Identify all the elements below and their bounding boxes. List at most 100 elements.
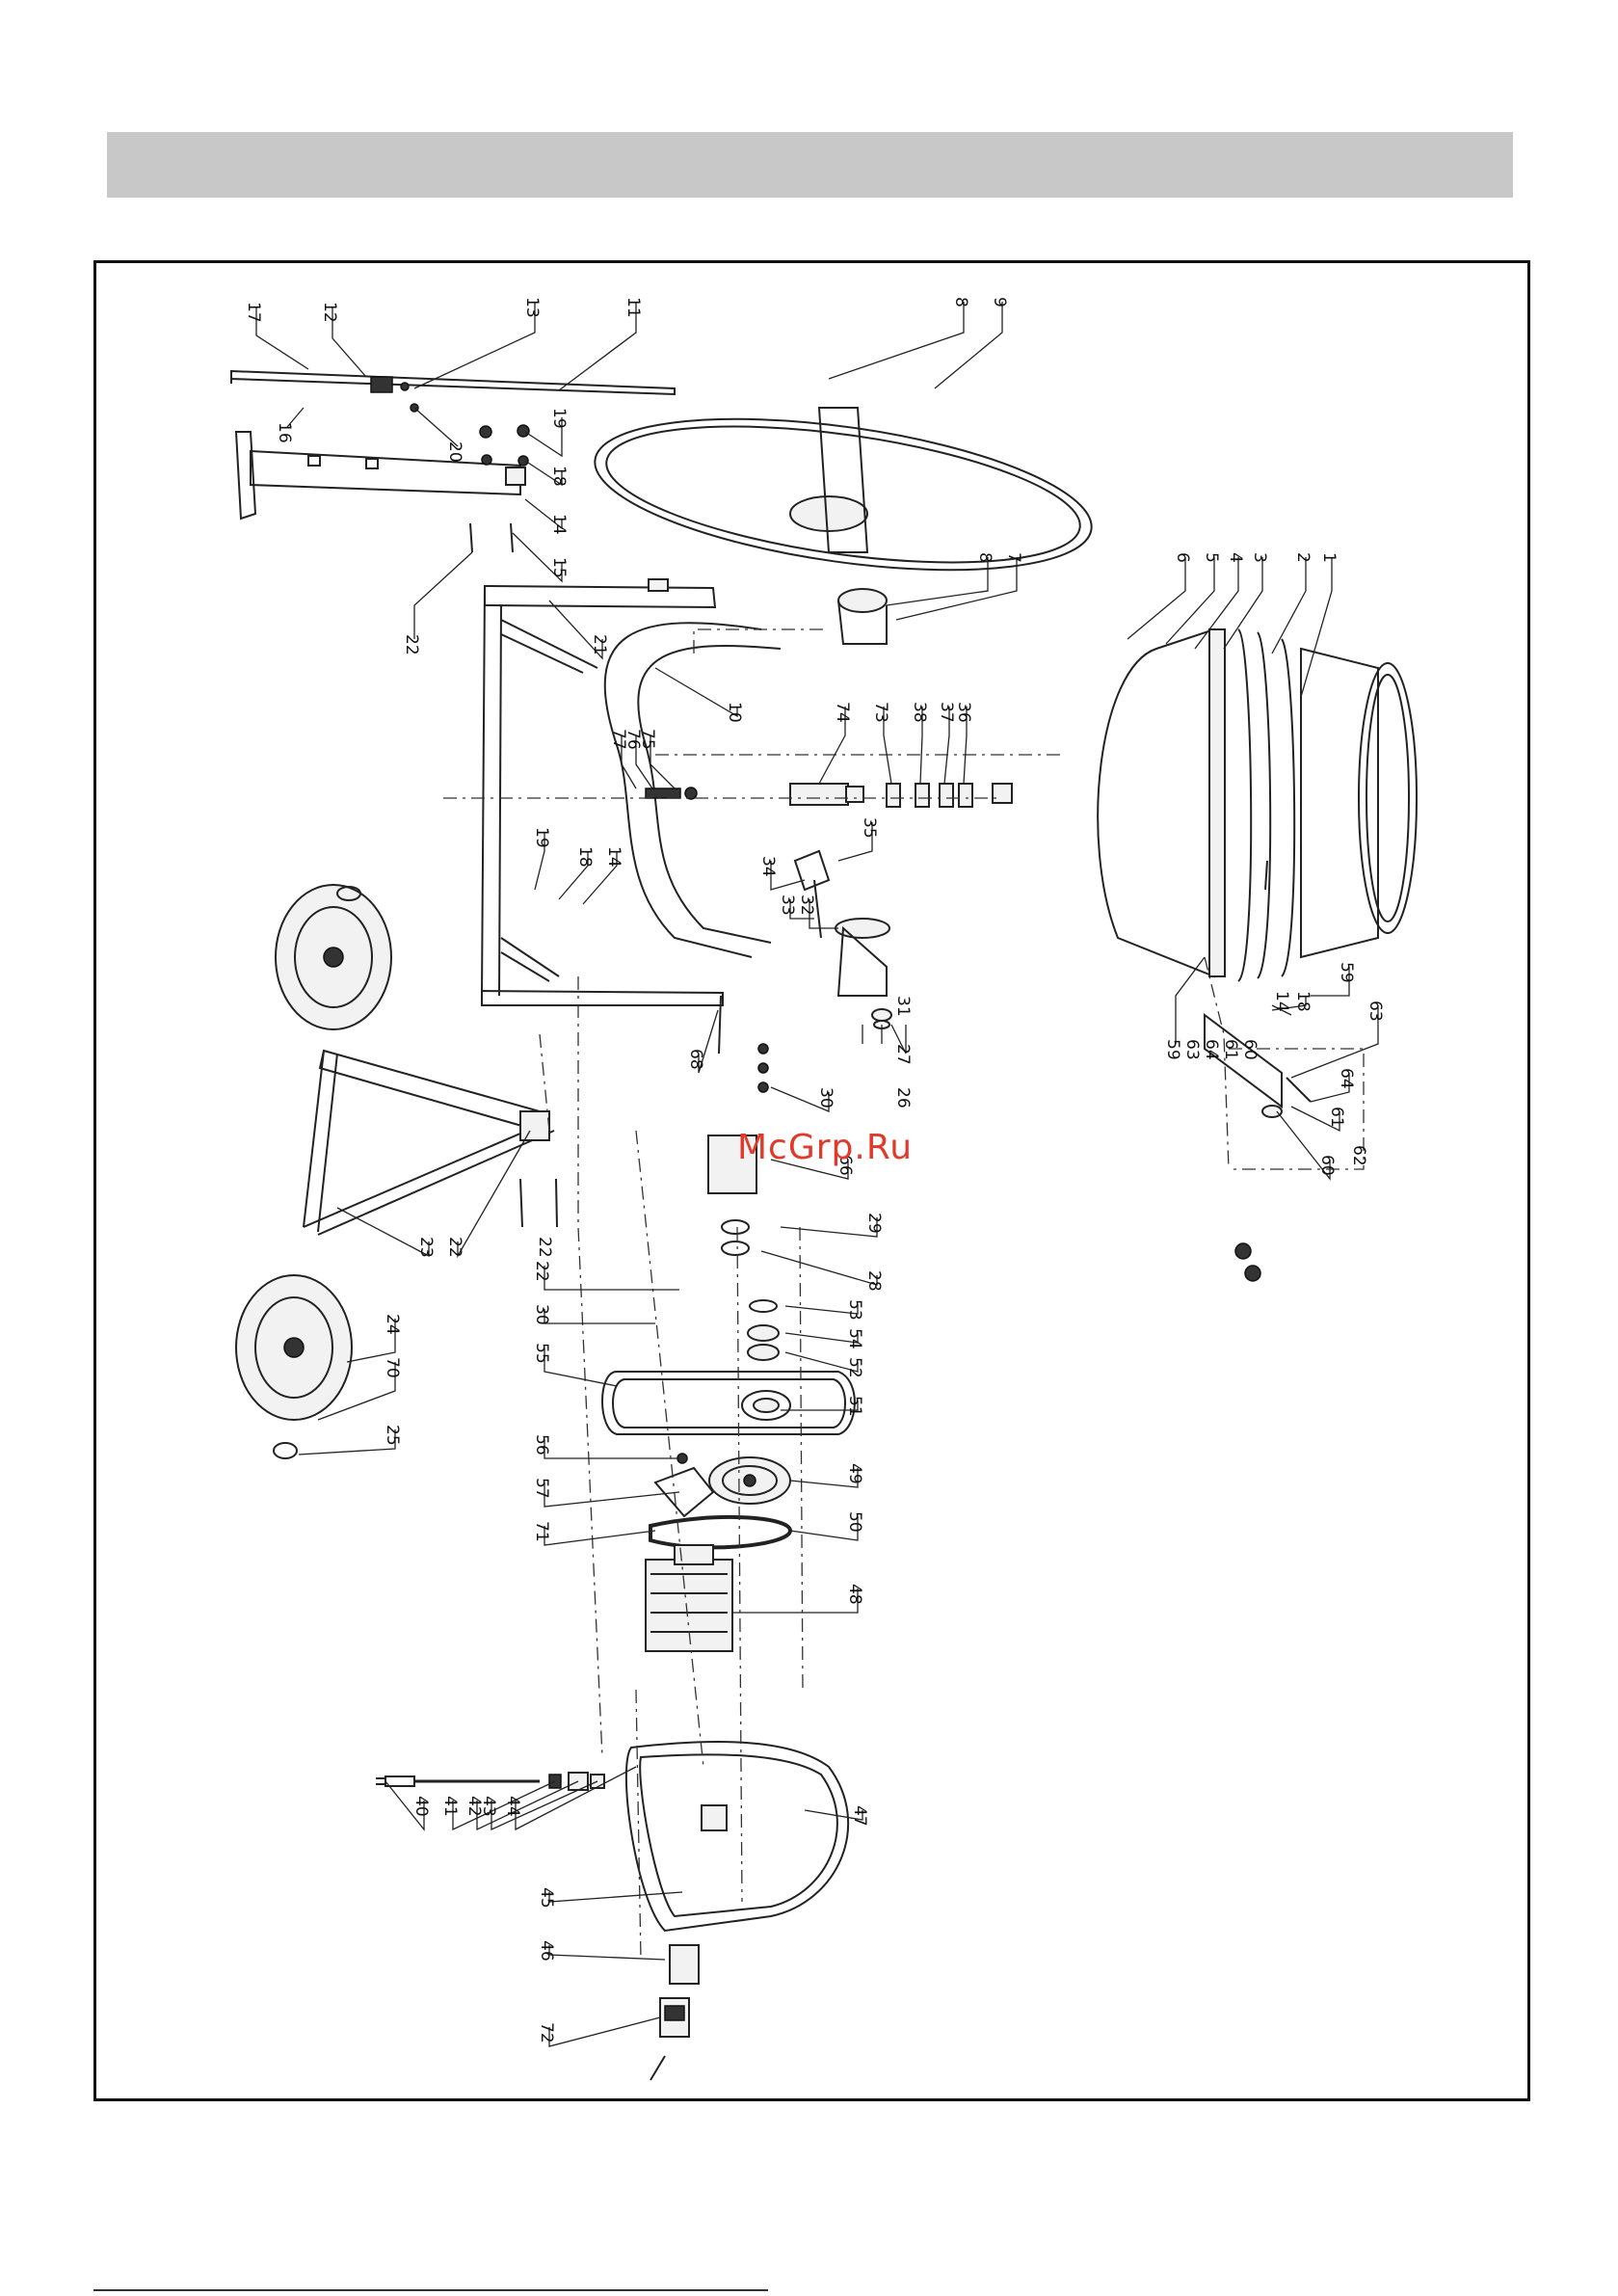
callout-22-upper: 22 — [402, 634, 421, 655]
callout-13: 13 — [522, 297, 542, 318]
callout-44: 44 — [503, 1796, 522, 1817]
callout-50: 50 — [845, 1511, 864, 1533]
wheel-upper-part — [276, 885, 391, 1029]
callout-63-group: 63 — [1182, 1039, 1202, 1060]
callout-21: 21 — [590, 634, 609, 655]
callout-68: 68 — [686, 1049, 705, 1070]
callout-7: 7 — [1004, 552, 1023, 563]
switch-part — [650, 1945, 699, 2080]
footer-rule — [93, 2289, 768, 2291]
callout-51: 51 — [845, 1396, 864, 1417]
belt-part — [650, 1517, 790, 1547]
callout-31: 31 — [893, 996, 913, 1017]
callout-19-middle: 19 — [532, 827, 551, 848]
motor-housing-part — [626, 1742, 848, 1931]
callout-11: 11 — [623, 297, 643, 318]
callout-75: 75 — [638, 729, 657, 750]
callout-22-lower: 22 — [445, 1237, 464, 1258]
callout-18-right: 18 — [1293, 991, 1313, 1012]
callout-22-lower-b: 22 — [535, 1237, 554, 1258]
callout-28: 28 — [864, 1270, 884, 1292]
pulley-part — [709, 1457, 790, 1504]
wheel-axle-frame-part — [304, 1051, 554, 1235]
callout-57: 57 — [532, 1478, 551, 1499]
callout-35: 35 — [860, 817, 879, 839]
callout-17: 17 — [244, 302, 263, 323]
callout-38: 38 — [910, 702, 929, 723]
callout-55: 55 — [532, 1343, 551, 1364]
callout-8-upper: 8 — [951, 297, 970, 307]
callout-49: 49 — [845, 1463, 864, 1484]
callout-61-group: 61 — [1221, 1039, 1240, 1060]
callout-23: 23 — [416, 1237, 436, 1258]
callout-62: 62 — [1349, 1145, 1368, 1166]
callout-73: 73 — [871, 702, 890, 723]
callout-46: 46 — [537, 1940, 556, 1962]
callout-41: 41 — [440, 1796, 460, 1817]
callout-10: 10 — [725, 702, 744, 723]
power-cord-part — [376, 1773, 604, 1790]
callout-14-middle: 14 — [604, 846, 623, 868]
callout-70: 70 — [383, 1357, 402, 1378]
callout-8-lower: 8 — [975, 552, 995, 563]
callout-63-right: 63 — [1366, 1001, 1385, 1022]
callout-1: 1 — [1319, 552, 1339, 563]
callout-47: 47 — [850, 1805, 869, 1827]
callout-15: 15 — [549, 557, 569, 578]
callout-25: 25 — [383, 1425, 402, 1446]
callout-60-group: 60 — [1240, 1039, 1260, 1060]
callout-72: 72 — [537, 2022, 556, 2043]
handle-frame-part — [236, 432, 525, 552]
callout-9: 9 — [990, 297, 1009, 307]
callout-64-group: 64 — [1202, 1039, 1221, 1060]
callout-74: 74 — [833, 702, 852, 723]
callout-37: 37 — [937, 702, 956, 723]
callout-33: 33 — [778, 894, 797, 916]
callout-64-right: 64 — [1337, 1068, 1356, 1089]
callout-22-cover: 22 — [532, 1261, 551, 1282]
callout-40: 40 — [411, 1796, 431, 1817]
callout-16: 16 — [275, 422, 294, 443]
callout-4: 4 — [1226, 552, 1245, 563]
callout-26: 26 — [893, 1087, 913, 1108]
header-bar — [107, 132, 1513, 198]
callout-60-right: 60 — [1317, 1155, 1337, 1176]
callout-36: 36 — [954, 702, 973, 723]
callout-29: 29 — [864, 1213, 884, 1234]
callout-54: 54 — [845, 1328, 864, 1349]
callout-19-upper: 19 — [549, 408, 569, 429]
callout-52: 52 — [845, 1357, 864, 1378]
gear-cover-part — [602, 1372, 855, 1434]
callout-3: 3 — [1250, 552, 1269, 563]
callout-27: 27 — [893, 1044, 913, 1065]
callout-59-group: 59 — [1163, 1039, 1182, 1060]
callout-43: 43 — [479, 1796, 498, 1817]
callout-14-upper: 14 — [549, 514, 569, 535]
handle-bar-part — [231, 371, 675, 412]
callout-5: 5 — [1202, 552, 1221, 563]
watermark-text: McGrp.Ru — [737, 1128, 913, 1167]
callout-59-right: 59 — [1337, 962, 1356, 983]
callout-56: 56 — [532, 1434, 551, 1455]
callout-24: 24 — [383, 1314, 402, 1335]
callout-61-right: 61 — [1327, 1107, 1346, 1128]
callout-14-right: 14 — [1272, 991, 1291, 1012]
callout-20: 20 — [445, 441, 464, 463]
exploded-diagram: 17 12 13 11 8 9 16 20 19 18 14 15 22 21 … — [96, 263, 1533, 2104]
callout-2: 2 — [1293, 552, 1313, 563]
wheel-lower-part — [236, 1275, 352, 1458]
callout-45: 45 — [537, 1887, 556, 1909]
callout-53: 53 — [845, 1299, 864, 1321]
small-fasteners-upper — [480, 425, 529, 466]
callout-30-upper: 30 — [816, 1087, 836, 1108]
motor-bracket-part — [655, 1454, 713, 1516]
callout-32: 32 — [797, 894, 816, 916]
callout-18-upper: 18 — [549, 466, 569, 487]
callout-6: 6 — [1173, 552, 1192, 563]
drum-part — [993, 629, 1417, 981]
callout-34: 34 — [758, 856, 778, 877]
exploded-diagram-frame: 17 12 13 11 8 9 16 20 19 18 14 15 22 21 … — [93, 260, 1530, 2101]
bolts-and-washers — [520, 861, 1311, 1360]
callout-30-lower: 30 — [532, 1304, 551, 1325]
callout-12: 12 — [320, 302, 339, 323]
